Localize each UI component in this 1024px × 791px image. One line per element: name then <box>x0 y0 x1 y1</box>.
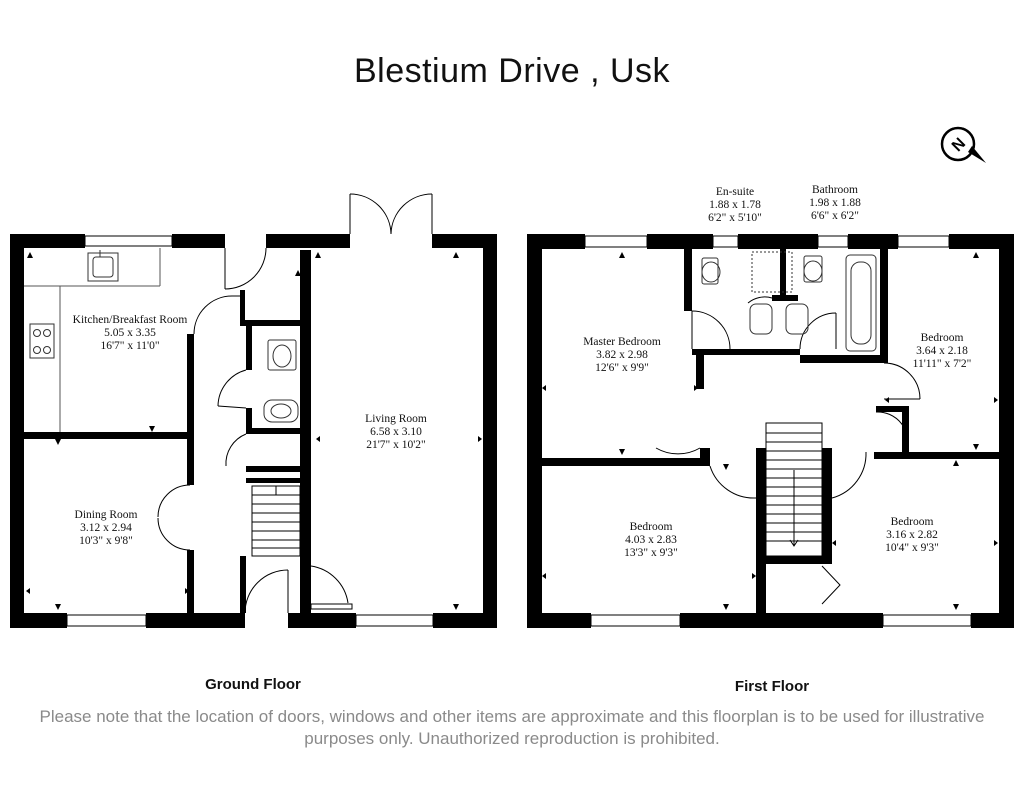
room-name: Bathroom <box>812 184 858 196</box>
kitchen-fittings <box>24 248 161 432</box>
room-name: Bedroom <box>921 332 964 344</box>
ground-floor-label: Ground Floor <box>205 676 301 693</box>
room-metric: 6.58 x 3.10 <box>370 426 422 438</box>
room-imperial: 6'2" x 5'10" <box>708 212 762 224</box>
room-label-dining: Dining Room 3.12 x 2.94 10'3" x 9'8" <box>75 509 138 547</box>
room-name: Living Room <box>365 413 427 425</box>
room-label-kitchen: Kitchen/Breakfast Room 5.05 x 3.35 16'7"… <box>73 314 188 352</box>
ground-floor-doors <box>157 247 353 614</box>
room-label-ensuite: En-suite 1.88 x 1.78 6'2" x 5'10" <box>708 186 762 224</box>
room-imperial: 6'6" x 6'2" <box>811 210 859 222</box>
first-floor-plan <box>527 234 1014 628</box>
room-metric: 3.82 x 2.98 <box>596 349 648 361</box>
first-floor-label: First Floor <box>734 678 810 695</box>
room-imperial: 10'3" x 9'8" <box>79 535 133 547</box>
bathroom-fittings <box>701 251 877 352</box>
room-name: Dining Room <box>75 509 138 521</box>
ground-floor-windows <box>66 235 434 627</box>
room-label-bedroom-2: Bedroom 3.64 x 2.18 11'11" x 7'2" <box>913 332 972 370</box>
room-metric: 4.03 x 2.83 <box>625 534 677 546</box>
disclaimer-text: Please note that the location of doors, … <box>39 707 985 748</box>
room-name: Master Bedroom <box>583 336 661 348</box>
room-metric: 3.16 x 2.82 <box>886 529 938 541</box>
ground-floor-stairs <box>251 485 301 557</box>
room-metric: 1.98 x 1.88 <box>809 197 861 209</box>
room-name: En-suite <box>716 186 754 198</box>
room-imperial: 16'7" x 11'0" <box>100 340 159 352</box>
room-name: Bedroom <box>891 516 934 528</box>
ground-floor-plan <box>10 193 497 628</box>
page-title: Blestium Drive , Usk <box>353 52 671 90</box>
room-imperial: 12'6" x 9'9" <box>595 362 649 374</box>
room-label-bathroom: Bathroom 1.98 x 1.88 6'6" x 6'2" <box>809 184 861 222</box>
first-floor-doors <box>655 296 921 605</box>
ground-floor-walls <box>10 234 497 628</box>
room-label-master-bedroom: Master Bedroom 3.82 x 2.98 12'6" x 9'9" <box>583 336 661 374</box>
room-name: Bedroom <box>630 521 673 533</box>
room-metric: 5.05 x 3.35 <box>104 327 156 339</box>
room-metric: 3.12 x 2.94 <box>80 522 132 534</box>
room-label-bedroom-4: Bedroom 3.16 x 2.82 10'4" x 9'3" <box>885 516 939 554</box>
room-metric: 3.64 x 2.18 <box>916 345 968 357</box>
room-imperial: 11'11" x 7'2" <box>913 358 972 370</box>
north-compass-icon: N <box>940 126 986 163</box>
room-name: Kitchen/Breakfast Room <box>73 314 188 326</box>
first-floor-dimension-markers <box>542 252 998 610</box>
first-floor-walls <box>527 234 1014 628</box>
living-room-french-doors <box>349 193 433 235</box>
cloakroom-fittings <box>263 339 299 423</box>
first-floor-stairs <box>765 422 823 557</box>
room-label-bedroom-3: Bedroom 4.03 x 2.83 13'3" x 9'3" <box>624 521 678 559</box>
first-floor-windows <box>584 235 972 627</box>
ground-floor-dimension-markers <box>26 252 482 610</box>
room-imperial: 13'3" x 9'3" <box>624 547 678 559</box>
room-metric: 1.88 x 1.78 <box>709 199 761 211</box>
room-imperial: 21'7" x 10'2" <box>366 439 426 451</box>
room-label-living: Living Room 6.58 x 3.10 21'7" x 10'2" <box>365 413 427 451</box>
room-imperial: 10'4" x 9'3" <box>885 542 939 554</box>
